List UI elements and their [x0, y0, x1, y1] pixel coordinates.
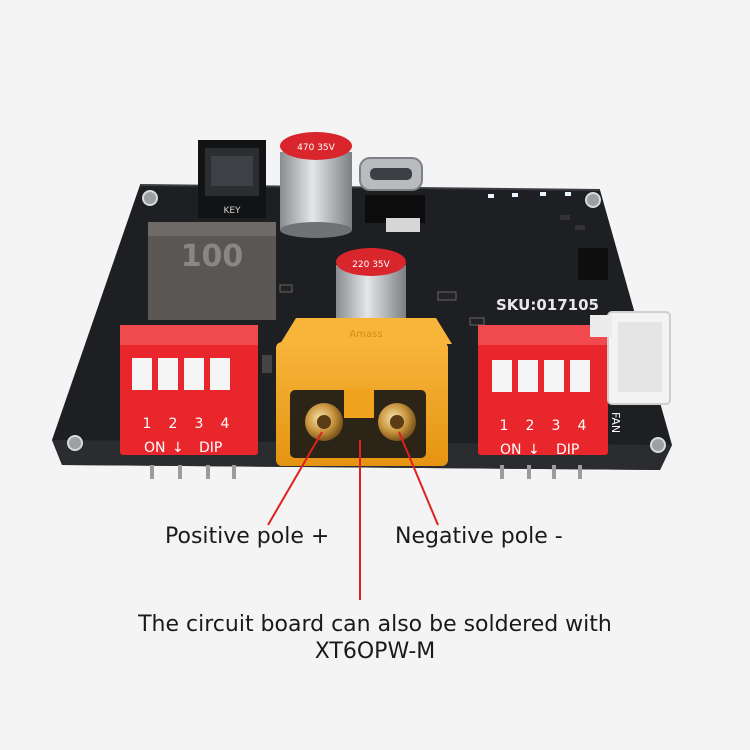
dip-number: 3 [552, 418, 561, 434]
cap-small-label: 220 35V [352, 260, 390, 270]
dip-label: DIP [199, 440, 222, 456]
dip-on-arrow: ↓ [528, 442, 540, 458]
capacitor-small: 220 35V [336, 248, 406, 323]
positive-pointer [267, 431, 323, 526]
dip-on-label: ON [144, 440, 166, 456]
dip-on-arrow: ↓ [172, 440, 184, 456]
solder-note-line2: XT6OPW-M [314, 639, 436, 664]
solder-note-caption: The circuit board can also be soldered w… [0, 611, 750, 665]
dip-number: 2 [169, 416, 178, 432]
fan-label: FAN [609, 412, 622, 433]
xt60-connector: Amass [276, 318, 452, 466]
connector-brand: Amass [349, 329, 382, 340]
dip-toggle [518, 360, 538, 392]
smd-components [262, 192, 608, 373]
cap-large-label: 470 35V [297, 143, 335, 153]
usb-c-port [359, 157, 423, 191]
dip-on-label: ON [500, 442, 522, 458]
fan-connector: FAN [590, 311, 671, 433]
dip-toggle [132, 358, 152, 390]
dip-number: 4 [578, 418, 587, 434]
dip-switch-right: 1 2 3 4 ON ↓ DIP [478, 325, 608, 458]
capacitor-large: 470 35V [280, 132, 352, 238]
dip-toggle [544, 360, 564, 392]
dip-number: 4 [221, 416, 230, 432]
pointer-lines [267, 431, 439, 600]
negative-pointer [398, 431, 439, 526]
mounting-hole [650, 437, 666, 453]
mounting-hole [142, 190, 158, 206]
mounting-hole [585, 192, 601, 208]
dip-toggle [210, 358, 230, 390]
negative-pole-caption: Negative pole - [395, 524, 563, 549]
dip-number: 3 [195, 416, 204, 432]
positive-pole-caption: Positive pole + [165, 524, 330, 549]
sku-label: SKU:017105 [496, 296, 599, 314]
dip-label: DIP [556, 442, 579, 458]
key-button: KEY [198, 140, 266, 218]
solder-note-line1: The circuit board can also be soldered w… [138, 612, 612, 637]
dip-toggle [492, 360, 512, 392]
key-label: KEY [223, 206, 241, 216]
inductor: 100 [148, 222, 276, 320]
dip-toggle [158, 358, 178, 390]
dip-toggle [184, 358, 204, 390]
mounting-hole [67, 435, 83, 451]
dip-number: 1 [500, 418, 509, 434]
dip-switch-left: 1 2 3 4 ON ↓ DIP [120, 325, 258, 456]
dip-number: 1 [143, 416, 152, 432]
dip-toggle [570, 360, 590, 392]
dip-number: 2 [526, 418, 535, 434]
inductor-label: 100 [181, 239, 244, 274]
